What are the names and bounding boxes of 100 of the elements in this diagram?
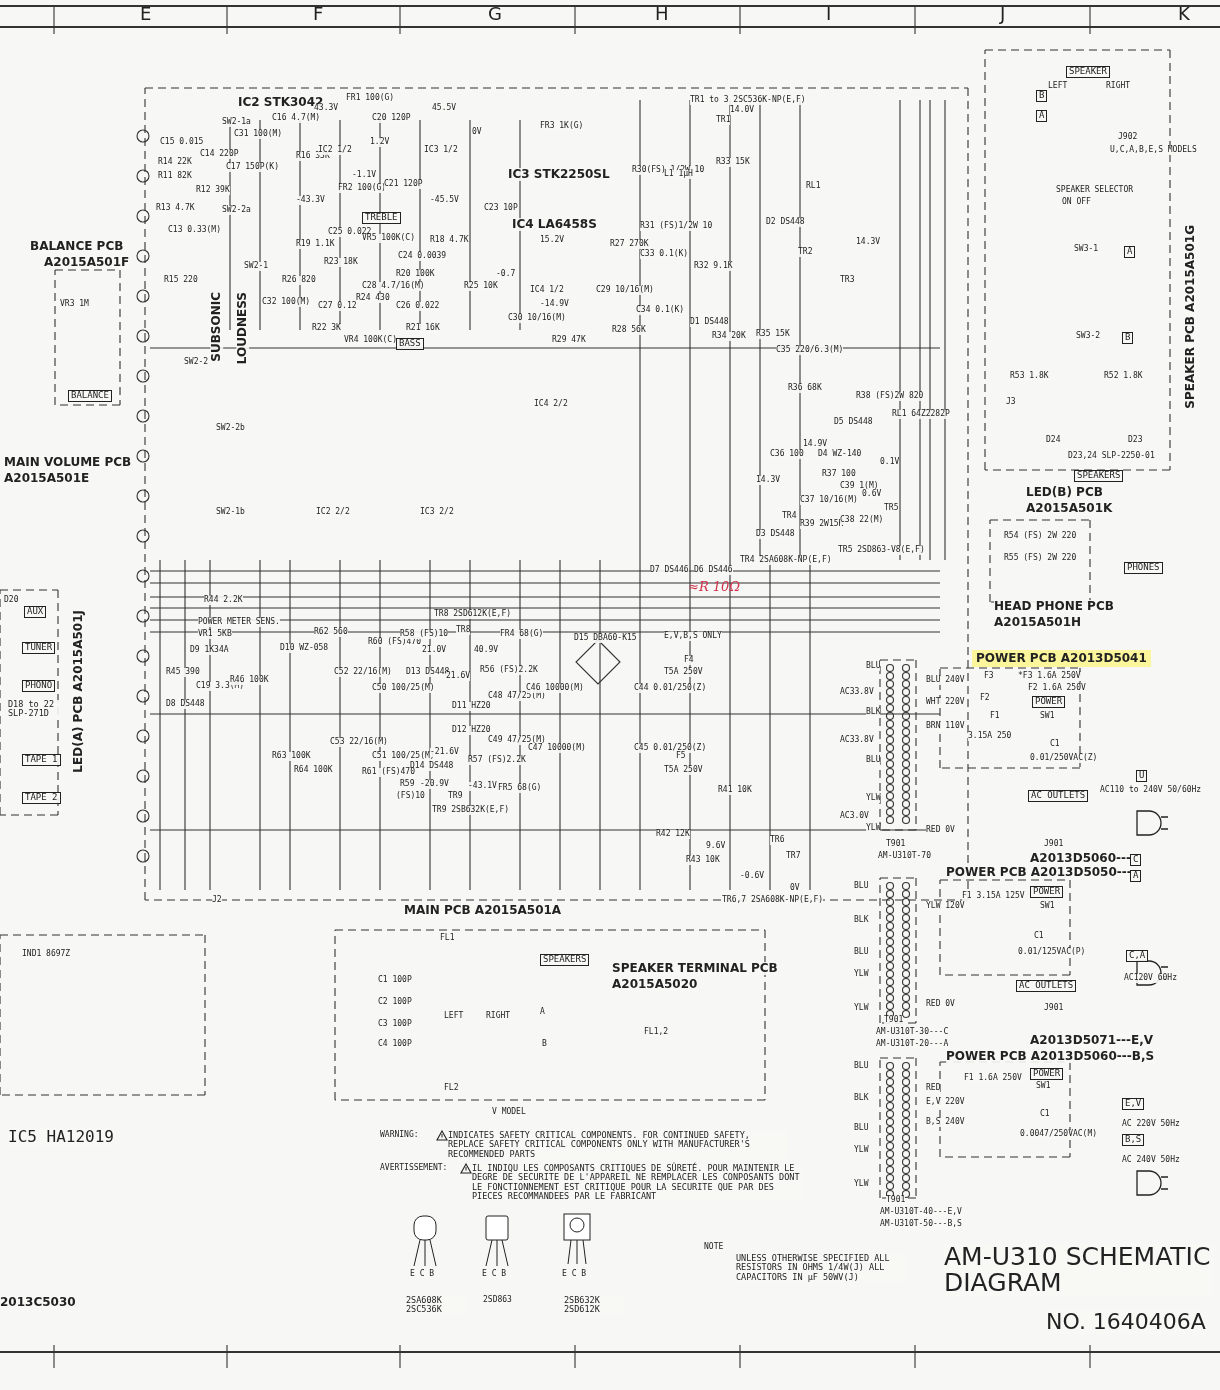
- component-label: C32 100(M): [262, 298, 311, 307]
- tag-label: B,S: [1122, 1134, 1145, 1146]
- component-label: C28 4.7/16(M): [362, 282, 425, 291]
- component-label: AM-U310T-50---B,S: [880, 1220, 962, 1229]
- component-label: E C B: [482, 1270, 507, 1279]
- component-label: VR1 5KB: [198, 630, 232, 639]
- component-label: 3.15A 250: [968, 732, 1012, 741]
- tag-label: SPEAKERS: [540, 954, 590, 966]
- component-label: C4 100P: [378, 1040, 412, 1049]
- component-label: R13 4.7K: [156, 204, 195, 213]
- component-label: D12 HZ20: [452, 726, 491, 735]
- tag-label: E,V: [1122, 1098, 1145, 1110]
- component-label: D24: [1046, 436, 1061, 445]
- component-label: 21.6V: [446, 672, 471, 681]
- component-label: FL1: [440, 934, 455, 943]
- component-label: C1 100P: [378, 976, 412, 985]
- component-label: R18 4.7K: [430, 236, 469, 245]
- component-label: TR8: [456, 626, 471, 635]
- component-label: D3 DS448: [756, 530, 795, 539]
- tag-label: POWER: [1030, 886, 1064, 898]
- component-label: LEFT: [444, 1012, 464, 1021]
- component-label: (FS)10: [396, 792, 425, 801]
- component-label: YLW: [866, 824, 881, 833]
- component-label: 0V: [790, 884, 800, 893]
- component-label: TR4: [782, 512, 797, 521]
- component-label: BLU: [866, 756, 881, 765]
- component-label: IC4 2/2: [534, 400, 568, 409]
- component-label: C20 120P: [372, 114, 411, 123]
- component-label: AC 240V 50Hz: [1122, 1156, 1180, 1165]
- component-label: SW1: [1040, 712, 1055, 721]
- component-label: R60 (FS)470: [368, 638, 421, 647]
- component-label: C39 1(M): [840, 482, 879, 491]
- component-label: 0.0047/250VAC(M): [1020, 1130, 1098, 1139]
- component-label: BLU: [854, 948, 869, 957]
- component-label: BLK: [854, 1094, 869, 1103]
- component-label: R33 15K: [716, 158, 750, 167]
- tag-label: AC OUTLETS: [1016, 980, 1077, 992]
- component-label: 0.6V: [862, 490, 882, 499]
- component-label: R20 100K: [396, 270, 435, 279]
- tag-label: POWER: [1030, 1068, 1064, 1080]
- component-label: YLW: [854, 1180, 869, 1189]
- component-label: AM-U310T-70: [878, 852, 931, 861]
- component-label: C36 100: [770, 450, 804, 459]
- component-label: C1: [1040, 1110, 1050, 1119]
- tag-label: BASS: [396, 338, 424, 350]
- component-label: F4: [684, 656, 694, 665]
- tag-label: B: [1036, 90, 1048, 102]
- component-label: R42 12K: [656, 830, 690, 839]
- component-label: C34 0.1(K): [636, 306, 685, 315]
- component-label: FR5 68(G): [498, 784, 542, 793]
- component-label: C2 100P: [378, 998, 412, 1007]
- component-label: TR4 2SA608K-NP(E,F): [740, 556, 832, 565]
- component-label: C44 0.01/250(Z): [634, 684, 707, 693]
- component-label: 9.6V: [706, 842, 726, 851]
- component-label: C47 10000(M): [528, 744, 586, 753]
- tag-label: POWER: [1032, 696, 1066, 708]
- component-label: E C B: [562, 1270, 587, 1279]
- component-label: YLW: [866, 794, 881, 803]
- component-label: AVERTISSEMENT:: [380, 1164, 448, 1173]
- component-label: D11 HZ20: [452, 702, 491, 711]
- component-label: D8 DS448: [166, 700, 205, 709]
- component-label: SW1: [1040, 902, 1055, 911]
- component-label: C3 100P: [378, 1020, 412, 1029]
- component-label: R64 100K: [294, 766, 333, 775]
- component-label: T5A 250V: [664, 668, 703, 677]
- component-label: TR5: [884, 504, 899, 513]
- component-label: C1: [1034, 932, 1044, 941]
- component-label: SW2-1b: [216, 508, 245, 517]
- component-label: BLU: [854, 1124, 869, 1133]
- component-label: R25 10K: [464, 282, 498, 291]
- component-label: SW2-2b: [216, 424, 245, 433]
- component-label: BLK: [854, 916, 869, 925]
- component-label: R62 560: [314, 628, 348, 637]
- component-label: D20: [4, 596, 19, 605]
- component-label: RED: [926, 1084, 941, 1093]
- component-label: BLU 240V: [926, 676, 965, 685]
- component-label: BLU: [854, 1062, 869, 1071]
- tag-label: A: [1130, 870, 1142, 882]
- component-label: SW1: [1036, 1082, 1051, 1091]
- tag-label: C,A: [1126, 950, 1149, 962]
- component-label: D15 DBA60-K15: [574, 634, 637, 643]
- component-label: 14.0V: [730, 106, 755, 115]
- component-label: YLW: [854, 1004, 869, 1013]
- tag-label: C: [1130, 854, 1142, 866]
- component-label: C45 0.01/250(Z): [634, 744, 707, 753]
- component-label: R21 16K: [406, 324, 440, 333]
- component-label: VR3 1M: [60, 300, 89, 309]
- component-label: RIGHT: [1106, 82, 1131, 91]
- component-label: C15 0.015: [160, 138, 204, 147]
- component-label: C48 47/25(M): [488, 692, 546, 701]
- component-label: FR4 68(G): [500, 630, 544, 639]
- component-label: 0V: [472, 128, 482, 137]
- component-label: F1 3.15A 125V: [962, 892, 1025, 901]
- tag-label: U: [1136, 770, 1148, 782]
- component-label: R52 1.8K: [1104, 372, 1143, 381]
- component-label: F1 1.6A 250V: [964, 1074, 1022, 1083]
- board-title: POWER PCB A2013D5041: [972, 650, 1151, 668]
- component-label: R28 56K: [612, 326, 646, 335]
- component-label: R45 390: [166, 668, 200, 677]
- component-label: 15.2V: [540, 236, 565, 245]
